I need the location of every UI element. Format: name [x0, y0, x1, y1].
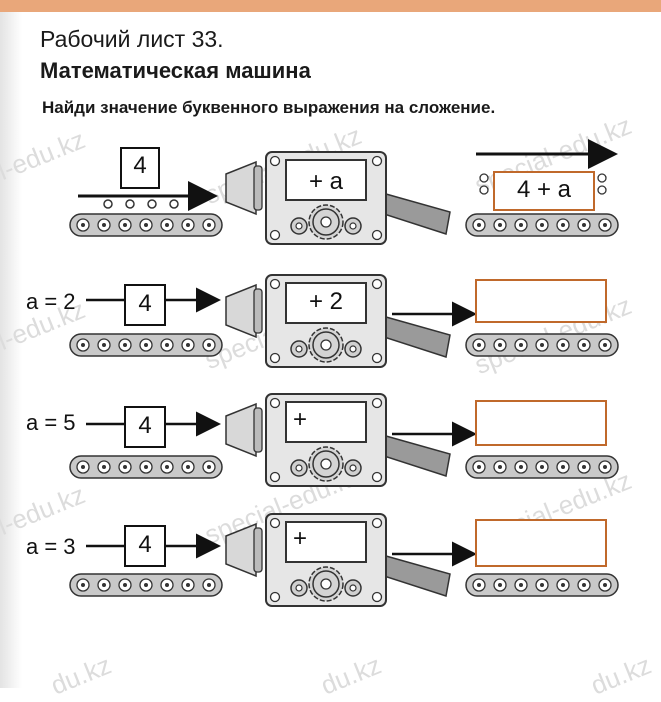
example-operation: + a	[308, 168, 344, 195]
answer-box[interactable]	[475, 519, 607, 567]
example-output: 4 + a	[516, 176, 572, 203]
input-value: 4	[138, 412, 152, 439]
top-banner	[0, 0, 661, 12]
answer-box[interactable]	[475, 279, 607, 323]
exercise-row	[69, 275, 619, 367]
input-value: 4	[138, 290, 152, 317]
example-input-value: 4	[133, 152, 147, 179]
task-instruction: Найди значение буквенного выражения на с…	[42, 98, 496, 117]
input-card	[120, 147, 160, 189]
machine-operation: +	[292, 525, 307, 552]
machine-operation: +	[292, 406, 307, 433]
exercise-row	[69, 514, 619, 606]
answer-box[interactable]	[475, 400, 607, 446]
page-edge-shadow	[0, 12, 22, 688]
variable-label: a = 5	[26, 410, 76, 435]
sheet-title: Математическая машина	[40, 58, 311, 83]
exercise-row	[69, 394, 619, 486]
machine-operation: + 2	[308, 288, 344, 315]
output-box	[493, 171, 595, 211]
variable-label: a = 2	[26, 289, 76, 314]
example-row	[69, 139, 619, 244]
variable-label: a = 3	[26, 534, 76, 559]
sheet-number: Рабочий лист 33.	[40, 26, 224, 52]
input-value: 4	[138, 531, 152, 558]
